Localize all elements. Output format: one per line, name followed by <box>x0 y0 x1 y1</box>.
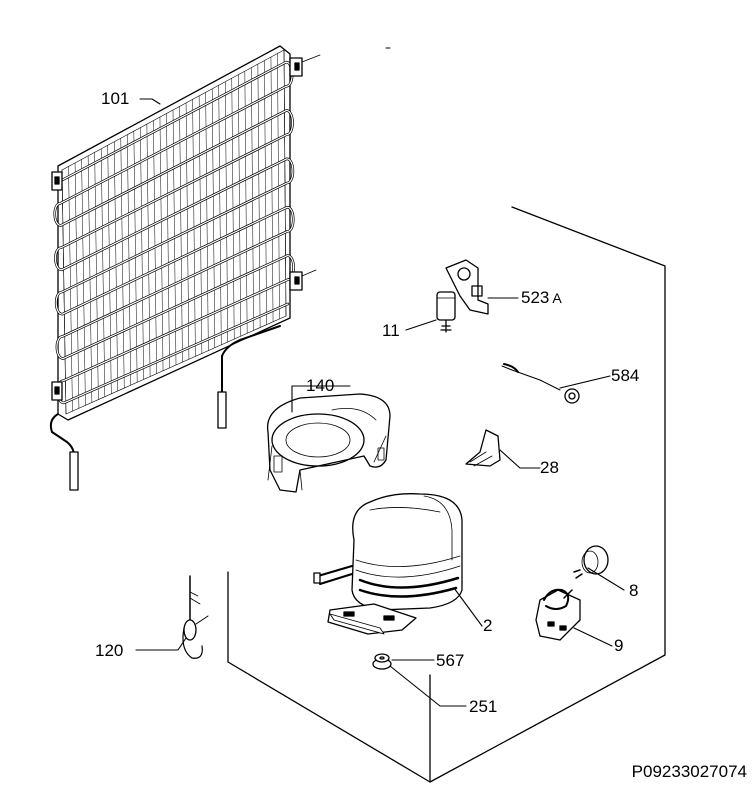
drier-120 <box>182 575 209 659</box>
capacitor-11 <box>436 291 456 333</box>
label-251: 251 <box>469 697 498 716</box>
sensor-cable-584 <box>501 363 580 404</box>
drawing-code: P09233027074 <box>631 762 747 781</box>
label-2: 2 <box>483 616 493 635</box>
leader-lines <box>135 98 625 707</box>
grommet-251 <box>372 653 392 670</box>
thermal-protector-8 <box>573 545 609 579</box>
compressor-2 <box>313 493 463 635</box>
label-11: 11 <box>382 321 400 340</box>
cabinet-outline <box>227 206 666 783</box>
label-9: 9 <box>614 636 624 655</box>
label-523a-number: 523 <box>521 288 550 307</box>
relay-bracket-523a <box>445 259 489 315</box>
label-28: 28 <box>540 458 559 477</box>
label-8: 8 <box>629 581 639 600</box>
condenser-101 <box>49 45 321 491</box>
clip-28 <box>465 429 501 467</box>
label-101: 101 <box>101 89 130 108</box>
compressor-cover-140 <box>266 393 391 493</box>
label-120: 120 <box>95 641 124 660</box>
starter-relay-9 <box>535 588 581 641</box>
label-140: 140 <box>306 376 335 395</box>
label-584: 584 <box>611 366 640 385</box>
label-567: 567 <box>436 651 465 670</box>
label-523a-suffix: A <box>552 290 562 306</box>
